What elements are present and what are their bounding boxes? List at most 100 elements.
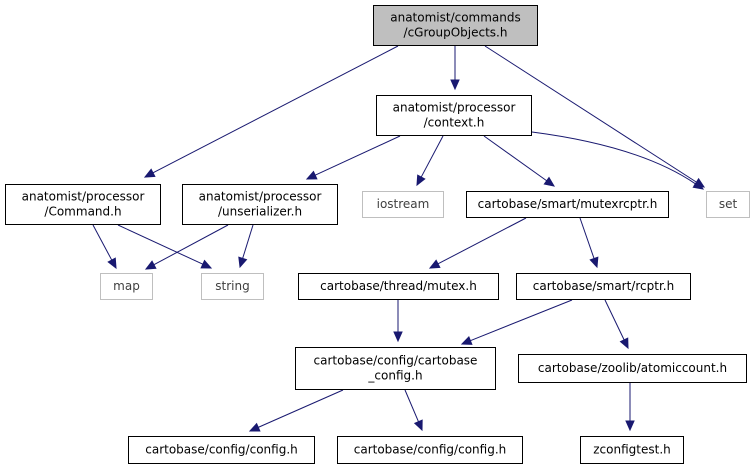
node-mutex[interactable]: cartobase/thread/mutex.h <box>298 273 499 300</box>
node-box <box>466 191 669 218</box>
node-box <box>100 273 153 300</box>
edge-atomiccount-to-zconfigtest <box>625 383 635 432</box>
arrow-head <box>107 257 117 270</box>
arrow-head <box>238 256 248 269</box>
node-label-line: zconfigtest.h <box>593 443 670 457</box>
node-box <box>128 436 315 464</box>
edge-line <box>242 224 254 259</box>
node-zconfigtest[interactable]: zconfigtest.h <box>580 436 684 464</box>
edge-context-to-unserializer <box>305 135 401 180</box>
edge-rcptr-to-atomiccount <box>604 299 629 350</box>
nodes-layer: anatomist/commands/cGroupObjects.hanatom… <box>5 5 750 464</box>
node-label-line: anatomist/processor <box>393 101 516 115</box>
node-box <box>298 273 499 300</box>
node-config1[interactable]: cartobase/config/config.h <box>128 436 315 464</box>
node-box <box>182 184 338 225</box>
edge-command-to-string <box>117 224 213 269</box>
arrow-head <box>428 259 441 269</box>
node-box <box>362 191 444 218</box>
edge-mutex-to-cartobase_config <box>393 300 403 343</box>
node-mutexrcptr[interactable]: cartobase/smart/mutexrcptr.h <box>466 191 669 218</box>
arrow-head <box>625 420 635 432</box>
node-label-line: string <box>215 279 249 293</box>
node-context[interactable]: anatomist/processor/context.h <box>376 95 532 136</box>
node-label-line: anatomist/processor <box>22 190 145 204</box>
edge-line <box>117 224 204 265</box>
node-iostream: iostream <box>362 191 444 218</box>
node-box <box>201 273 264 300</box>
edge-mutexrcptr-to-rcptr <box>579 217 599 269</box>
edge-line <box>484 45 697 183</box>
edge-line <box>258 389 344 428</box>
edge-line <box>420 135 444 178</box>
node-root[interactable]: anatomist/commands/cGroupObjects.h <box>373 5 538 46</box>
arrow-head <box>543 176 556 187</box>
edge-cartobase_config-to-config2 <box>404 389 423 432</box>
node-rcptr[interactable]: cartobase/smart/rcptr.h <box>516 273 691 300</box>
node-unserializer[interactable]: anatomist/processor/unserializer.h <box>182 184 338 225</box>
node-label-line: anatomist/commands <box>390 11 521 25</box>
arrow-head <box>460 336 473 345</box>
node-config2[interactable]: cartobase/config/config.h <box>337 436 523 464</box>
node-map: map <box>100 273 153 300</box>
edge-cartobase_config-to-config1 <box>248 389 344 432</box>
edge-unserializer-to-map <box>144 224 229 270</box>
node-command[interactable]: anatomist/processor/Command.h <box>5 184 161 225</box>
arrow-head <box>393 331 403 343</box>
edge-line <box>604 299 625 341</box>
edge-line <box>470 299 573 342</box>
node-label-line: cartobase/smart/rcptr.h <box>533 279 674 293</box>
node-atomiccount[interactable]: cartobase/zoolib/atomiccount.h <box>518 354 747 383</box>
node-label-line: map <box>113 279 140 293</box>
node-label-line: iostream <box>377 197 430 211</box>
node-label-line: /context.h <box>424 116 485 130</box>
edge-line <box>579 217 595 259</box>
node-label-line: cartobase/smart/mutexrcptr.h <box>478 197 658 211</box>
edge-context-to-mutexrcptr <box>483 135 556 187</box>
arrow-head <box>413 419 423 432</box>
node-label-line: cartobase/config/config.h <box>354 443 506 457</box>
arrow-head <box>200 259 213 269</box>
node-set: set <box>706 191 750 218</box>
edge-unserializer-to-string <box>238 224 254 269</box>
edge-command-to-map <box>92 224 117 270</box>
node-label-line: cartobase/config/cartobase <box>314 354 478 368</box>
node-label-line: /cGroupObjects.h <box>404 26 508 40</box>
node-box <box>580 436 684 464</box>
node-label-line: cartobase/zoolib/atomiccount.h <box>538 361 727 375</box>
edge-line <box>153 224 229 266</box>
arrow-head <box>143 168 156 178</box>
node-box <box>337 436 523 464</box>
arrow-head <box>619 337 629 350</box>
edge-rcptr-to-cartobase_config <box>460 299 573 345</box>
arrow-head <box>144 260 157 270</box>
edge-line <box>437 217 527 265</box>
arrow-head <box>416 174 426 187</box>
edge-context-to-iostream <box>416 135 444 187</box>
edge-line <box>531 131 696 185</box>
edge-mutexrcptr-to-mutex <box>428 217 527 269</box>
edge-root-to-context <box>450 46 460 91</box>
node-cartobase_config[interactable]: cartobase/config/cartobase_config.h <box>295 347 496 390</box>
edge-line <box>483 135 547 182</box>
arrow-head <box>589 256 599 269</box>
arrow-head <box>248 422 261 432</box>
node-label-line: _config.h <box>367 369 422 383</box>
edge-root-to-command <box>143 45 399 178</box>
node-box <box>516 273 691 300</box>
edge-context-to-set <box>531 131 705 190</box>
node-label-line: cartobase/config/config.h <box>145 443 297 457</box>
node-label-line: cartobase/thread/mutex.h <box>320 279 477 293</box>
node-box <box>5 184 161 225</box>
node-box <box>518 354 747 383</box>
node-label-line: /Command.h <box>44 205 121 219</box>
node-string: string <box>201 273 264 300</box>
edge-line <box>404 389 419 422</box>
edges-layer <box>92 45 706 432</box>
node-label-line: /unserializer.h <box>218 205 302 219</box>
arrow-head <box>305 170 318 180</box>
edge-line <box>314 135 401 176</box>
node-box <box>295 347 496 390</box>
node-label-line: set <box>719 197 738 211</box>
